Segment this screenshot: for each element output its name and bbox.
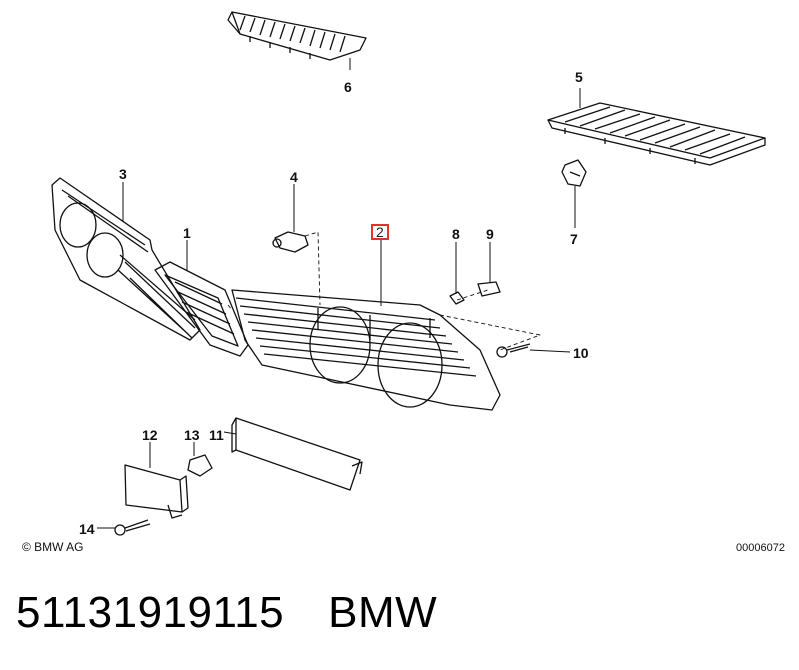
part-2-center-grille [231, 289, 501, 411]
part-5-right-cover [547, 102, 766, 166]
callout-2-highlighted[interactable]: 2 [371, 224, 389, 240]
brand-name: BMW [328, 588, 438, 637]
callout-4[interactable]: 4 [290, 169, 298, 185]
part-14-screw [114, 519, 151, 536]
callout-5[interactable]: 5 [575, 69, 583, 85]
part-4-connector [272, 231, 309, 253]
assembly-lines [227, 231, 541, 351]
callout-14[interactable]: 14 [79, 521, 95, 537]
part-3-left-frame [51, 177, 201, 341]
callout-7[interactable]: 7 [570, 231, 578, 247]
callout-8[interactable]: 8 [452, 226, 460, 242]
part-9-clip [477, 281, 501, 297]
callout-1[interactable]: 1 [183, 225, 191, 241]
callout-13[interactable]: 13 [184, 427, 200, 443]
part-11-panel [231, 417, 363, 491]
part-13-clip [187, 454, 213, 477]
copyright-label: © BMW AG [22, 540, 84, 554]
part-10-screw [496, 343, 531, 358]
part-1-kidney-grille [154, 261, 249, 357]
drawing-number: 00006072 [736, 542, 785, 554]
part-8-screw [449, 291, 465, 305]
leader-lines [97, 58, 581, 529]
part-6-upper-cover [227, 11, 367, 61]
callout-6[interactable]: 6 [344, 79, 352, 95]
callout-10[interactable]: 10 [573, 345, 589, 361]
part-7-clip [561, 159, 587, 187]
part-number: 51131919115 [16, 588, 285, 637]
callout-11[interactable]: 11 [209, 427, 224, 443]
callout-3[interactable]: 3 [119, 166, 127, 182]
footer-caption: 51131919115 BMW [16, 588, 481, 638]
callout-9[interactable]: 9 [486, 226, 494, 242]
callout-12[interactable]: 12 [142, 427, 158, 443]
part-12-bracket [124, 464, 189, 519]
